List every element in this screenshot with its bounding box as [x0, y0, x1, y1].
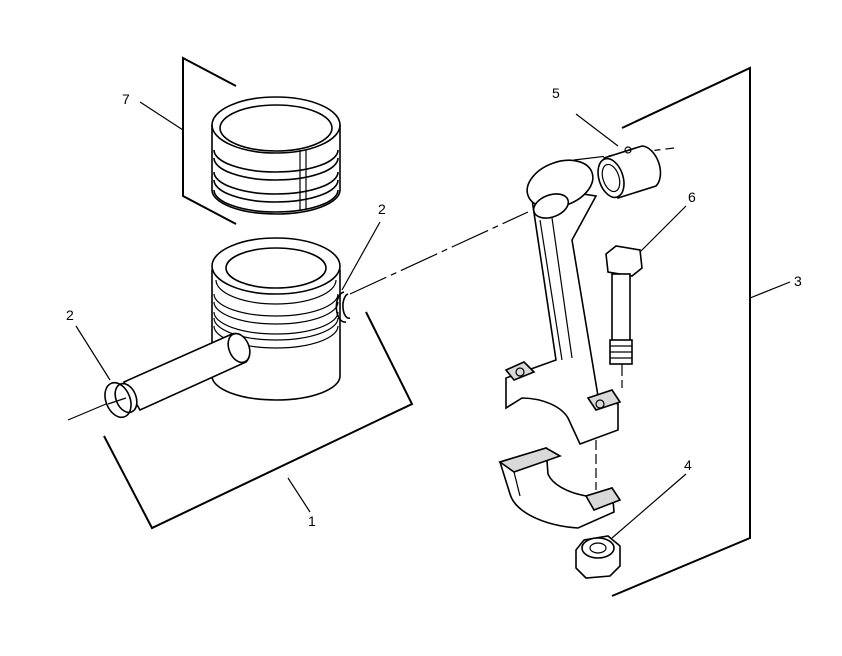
callout-2-left: 2	[66, 307, 74, 323]
bracket-3	[611, 66, 791, 597]
connecting-rod[interactable]	[504, 152, 622, 446]
leader-2a	[75, 325, 111, 381]
rod-bolt[interactable]	[605, 205, 687, 365]
piston-rings[interactable]	[211, 96, 341, 215]
callout-5: 5	[552, 85, 560, 101]
retaining-clip-right[interactable]	[335, 291, 351, 323]
callout-6: 6	[688, 189, 696, 205]
small-end-bushing[interactable]	[575, 113, 662, 201]
callout-4: 4	[684, 457, 692, 473]
bracket-1	[103, 311, 414, 530]
callout-1: 1	[308, 513, 316, 529]
rod-bearing-cap[interactable]	[498, 446, 622, 529]
callout-2-right: 2	[378, 201, 386, 217]
retaining-clip-left[interactable]	[100, 379, 136, 421]
piston[interactable]	[211, 237, 341, 401]
callout-3: 3	[794, 273, 802, 289]
bracket-7	[139, 56, 237, 225]
leader-2b	[341, 221, 381, 291]
callout-7: 7	[122, 91, 130, 107]
rod-nut[interactable]	[575, 473, 687, 579]
